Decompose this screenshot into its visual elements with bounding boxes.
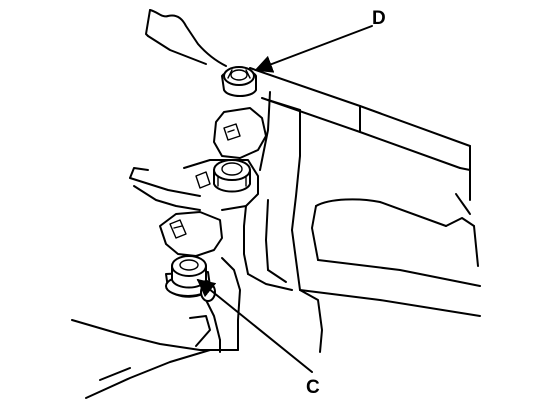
nut-middle — [213, 159, 251, 193]
callout-d: D — [254, 8, 386, 73]
callout-c: C — [196, 278, 320, 398]
lower-cross-member — [71, 315, 239, 399]
callout-c-leader — [196, 278, 313, 373]
bracket-plate — [129, 91, 323, 353]
callout-d-label: D — [372, 8, 386, 29]
upper-frame — [145, 9, 481, 317]
callout-c-label: C — [306, 377, 320, 398]
nut-d — [221, 66, 257, 97]
callout-d-leader — [254, 25, 373, 73]
